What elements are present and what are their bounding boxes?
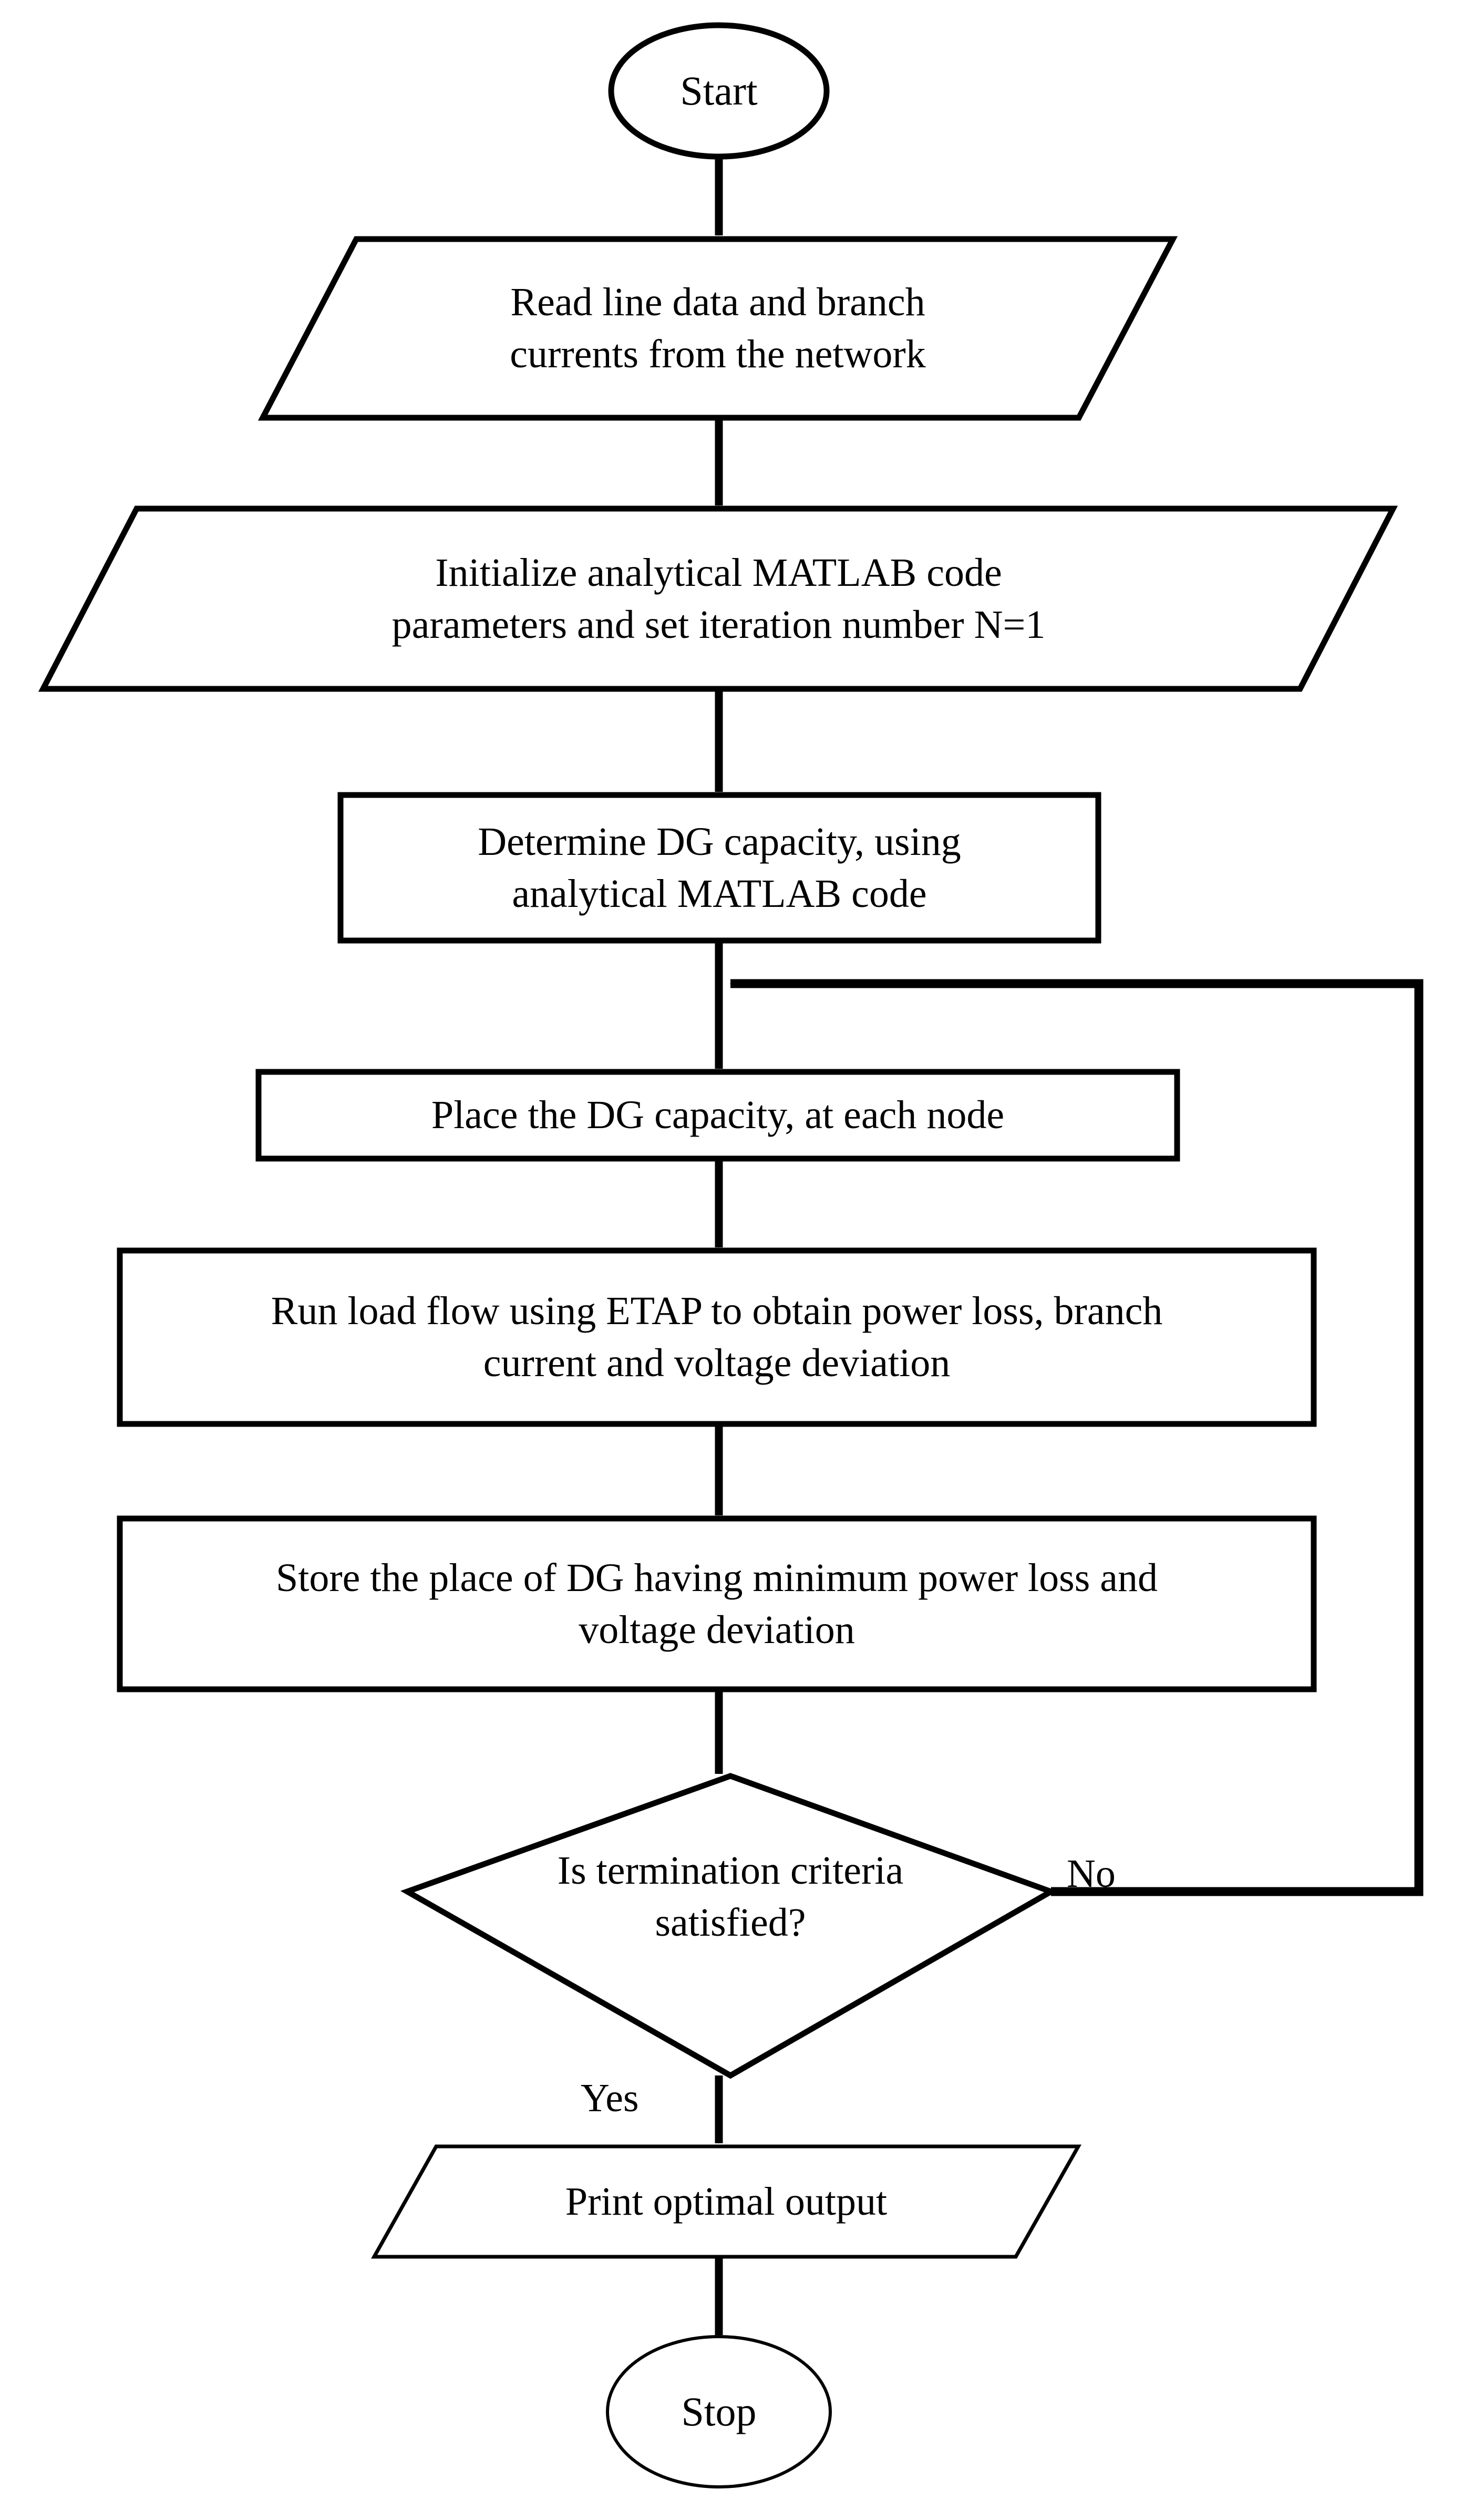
shape-decision-diamond	[400, 1773, 1058, 2079]
edge-decision-no-feedback-loop	[730, 979, 1424, 1896]
node-run-load-flow-label: Run load flow using ETAP to obtain power…	[271, 1289, 1163, 1385]
node-print-output[interactable]: Print optimal output	[374, 2146, 1078, 2257]
edge-label-no: No	[1067, 1852, 1116, 1896]
shape-place-dg-rect	[255, 1069, 1180, 1162]
node-start[interactable]: Start	[611, 25, 827, 157]
node-run-load-flow[interactable]: Run load flow using ETAP to obtain power…	[120, 1251, 1314, 1424]
node-start-label: Start	[680, 68, 758, 114]
edge-label-yes: Yes	[581, 2076, 639, 2120]
node-stop[interactable]: Stop	[607, 2337, 830, 2487]
node-determine-dg-label: Determine DG capacity, using analytical …	[478, 819, 961, 916]
node-stop-label: Stop	[681, 2389, 757, 2435]
node-place-dg-label: Place the DG capacity, at each node	[431, 1093, 1005, 1138]
shape-stop-ellipse	[606, 2335, 832, 2488]
shape-determine-dg-rect	[337, 792, 1101, 944]
shape-run-load-flow-rect	[117, 1247, 1317, 1427]
shape-print-output-parallelogram	[371, 2144, 1082, 2259]
node-store-place[interactable]: Store the place of DG having minimum pow…	[120, 1519, 1314, 1689]
node-initialize-label: Initialize analytical MATLAB code parame…	[391, 550, 1046, 647]
shape-read-data-parallelogram	[257, 236, 1178, 421]
shape-start-ellipse	[608, 22, 830, 160]
node-read-data-label: Read line data and branch currents from …	[510, 280, 926, 376]
node-initialize[interactable]: Initialize analytical MATLAB code parame…	[95, 509, 1343, 689]
node-determine-dg[interactable]: Determine DG capacity, using analytical …	[341, 795, 1098, 941]
node-place-dg[interactable]: Place the DG capacity, at each node	[259, 1072, 1177, 1159]
node-decision-label: Is termination criteria satisfied?	[557, 1848, 904, 1945]
node-store-place-label: Store the place of DG having minimum pow…	[275, 1555, 1158, 1652]
shape-initialize-parallelogram	[38, 505, 1398, 692]
node-decision[interactable]: Is termination criteria satisfied?	[436, 1823, 1025, 1970]
node-print-output-label: Print optimal output	[565, 2179, 888, 2224]
shape-store-place-rect	[117, 1515, 1317, 1692]
node-read-data[interactable]: Read line data and branch currents from …	[315, 239, 1120, 418]
